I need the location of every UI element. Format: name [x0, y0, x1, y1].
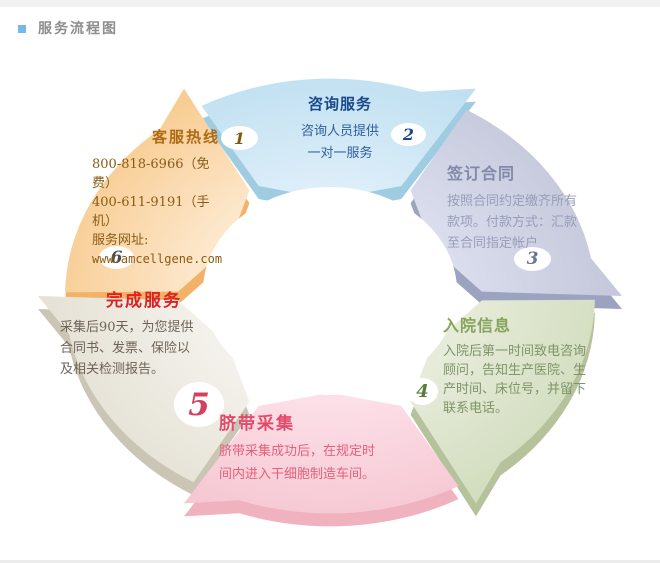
- step-4-number: 4: [416, 381, 429, 402]
- step-line: 产时间、床位号，并留下: [443, 382, 587, 397]
- step-2-number: 2: [402, 125, 415, 144]
- step-3-number: 3: [526, 249, 539, 269]
- step-line: 服务网址:: [92, 233, 149, 248]
- step-line: 及相关检测报告。: [60, 362, 165, 377]
- step-line: 一对一服务: [307, 146, 373, 161]
- step-title: 咨询服务: [307, 96, 372, 113]
- petal-consult-service: [201, 78, 476, 200]
- petal-complete-service: [38, 296, 250, 483]
- step-title: 脐带采集: [219, 414, 295, 433]
- section-header: 服务流程图: [18, 19, 118, 37]
- petal-cord-collection: [184, 392, 459, 514]
- header-bullet-icon: [18, 24, 26, 33]
- step-2-badge: 2: [391, 123, 426, 146]
- page-title: 服务流程图: [38, 20, 118, 36]
- step-line: 咨询人员提供: [300, 124, 379, 139]
- step-5-badge: 5: [174, 382, 224, 427]
- top-border: [0, 0, 660, 7]
- step-line: 款项。付款方式：汇款: [447, 215, 578, 230]
- step-4-badge: 4: [407, 378, 438, 405]
- step-line: 采集后90天，为您提供: [60, 320, 194, 335]
- step-title: 入院信息: [443, 318, 512, 335]
- petal-admission-info: [410, 299, 595, 504]
- service-url: www.amcellgene.com: [92, 252, 223, 266]
- center-hole: [203, 187, 457, 395]
- step-5-number: 5: [188, 386, 210, 423]
- step-line: 400-611-9191（手机）: [92, 195, 210, 229]
- step-consult-service: 咨询服务 咨询人员提供 一对一服务: [272, 93, 408, 165]
- step-title: 完成服务: [106, 291, 182, 310]
- bottom-border: [0, 560, 660, 563]
- step-6-badge: 6: [99, 246, 134, 269]
- step-cord-collection: 脐带采集 脐带采集成功后，在规定时 间内进入干细胞制造车间。: [219, 409, 419, 486]
- step-line: 至合同指定帐户: [447, 236, 539, 251]
- step-line: 联系电话。: [443, 401, 509, 416]
- petal-sign-contract: [410, 109, 622, 296]
- step-3-badge: 3: [514, 247, 551, 271]
- step-line: 顾问，告知生产医院、生: [443, 363, 587, 378]
- step-title: 签订合同: [447, 166, 516, 183]
- step-complete-service: 完成服务 采集后90天，为您提供 合同书、发票、保险以 及相关检测报告。: [60, 286, 208, 380]
- step-line: 间内进入干细胞制造车间。: [219, 467, 376, 482]
- petal-customer-hotline: [65, 88, 250, 293]
- step-line: 脐带采集成功后，在规定时: [219, 444, 376, 459]
- step-line: 800-818-6966（免费）: [92, 157, 210, 191]
- step-line: 入院后第一时间致电咨询: [443, 344, 587, 359]
- step-admission-info: 入院信息 入院后第一时间致电咨询 顾问，告知生产医院、生 产时间、床位号，并留下…: [443, 312, 609, 418]
- step-customer-hotline: 客服热线 800-818-6966（免费） 400-611-9191（手机） 服…: [92, 126, 223, 269]
- step-sign-contract: 签订合同 按照合同约定缴齐所有 款项。付款方式：汇款 至合同指定帐户: [447, 160, 599, 254]
- step-1-badge: 1: [221, 126, 258, 150]
- step-line: 按照合同约定缴齐所有: [447, 194, 578, 209]
- step-6-number: 6: [110, 247, 123, 268]
- petal-layer: [38, 78, 622, 514]
- step-title: 客服热线: [151, 129, 220, 146]
- step-line: 合同书、发票、保险以: [60, 341, 191, 356]
- step-1-number: 1: [233, 128, 246, 148]
